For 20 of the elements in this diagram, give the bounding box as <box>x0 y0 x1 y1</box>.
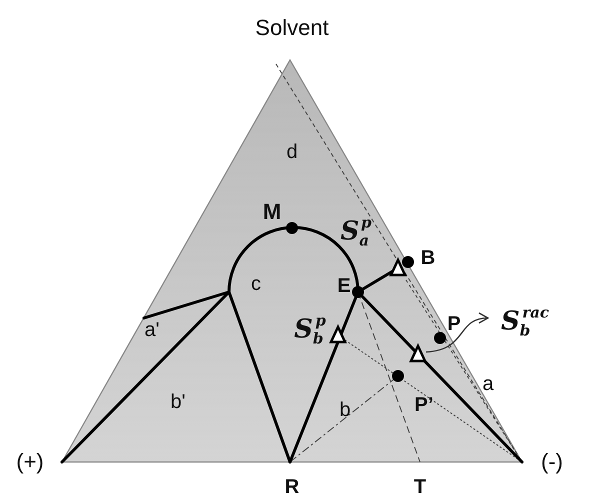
point-label: E <box>337 276 351 296</box>
region-label: a' <box>144 320 160 340</box>
leader-arrow <box>426 313 489 353</box>
triangle-marker <box>389 257 407 276</box>
region-label: a <box>482 374 494 394</box>
point-label: P’ <box>414 395 434 415</box>
vertex-label: (-) <box>541 451 563 473</box>
triangle-marker <box>329 324 347 344</box>
region-label: b' <box>170 392 186 412</box>
region-label: d <box>286 142 298 162</box>
triangle-marker <box>409 343 427 362</box>
axis-label: Solvent <box>255 17 329 39</box>
region-label: c <box>251 274 261 294</box>
vertex-label: T <box>414 477 426 497</box>
vertex-label: (+) <box>16 451 44 473</box>
region-label: b <box>339 400 351 420</box>
point-label: P <box>447 314 461 334</box>
point-label: M <box>262 201 282 223</box>
point-label: B <box>420 248 436 268</box>
vertex-label: R <box>284 477 300 497</box>
